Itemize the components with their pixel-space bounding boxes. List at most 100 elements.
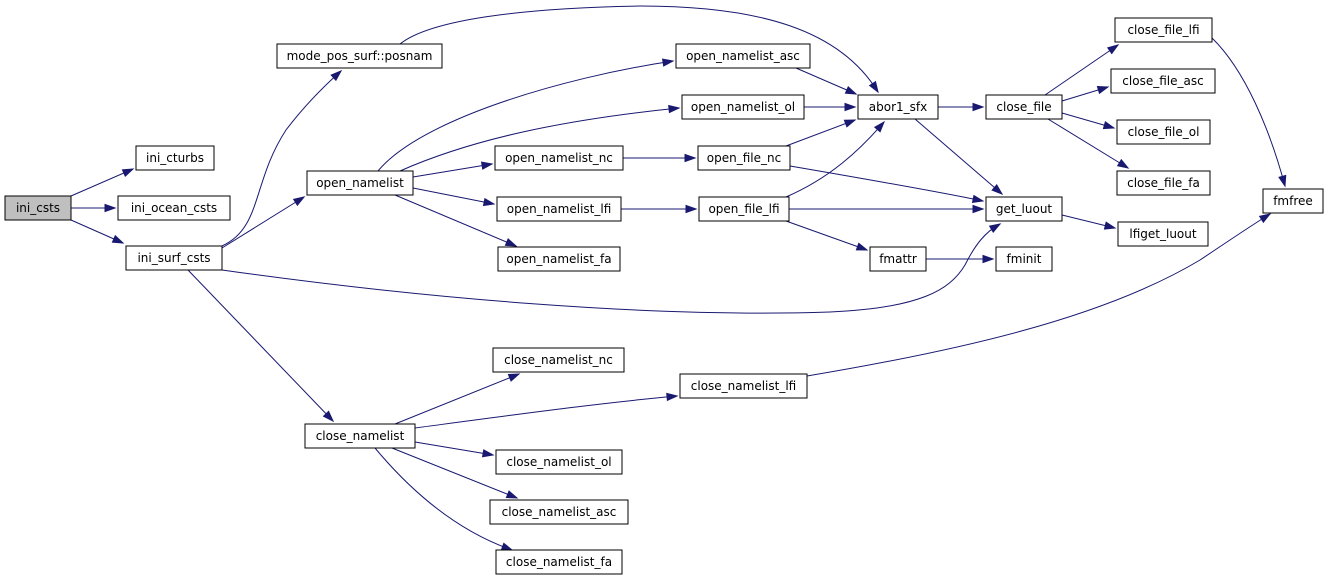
- edge-open-namelist-to-open-namelist-asc: [377, 58, 675, 172]
- node-label: ini_surf_csts: [137, 251, 210, 265]
- edge-open-file-nc-to-get-luout: [789, 165, 985, 204]
- node-close-namelist-lfi[interactable]: close_namelist_lfi: [679, 373, 808, 399]
- node-label: close_file_asc: [1122, 74, 1203, 88]
- edge-line: [795, 67, 857, 95]
- node-open-namelist-ol[interactable]: open_namelist_ol: [681, 94, 805, 120]
- node-ini-ocean-csts[interactable]: ini_ocean_csts: [117, 195, 231, 221]
- node-open-namelist[interactable]: open_namelist: [306, 170, 414, 196]
- edge-arrowhead: [482, 197, 496, 207]
- edge-arrowhead: [104, 203, 117, 213]
- edge-arrowhead: [972, 204, 985, 214]
- edge-arrowhead: [1278, 174, 1287, 188]
- node-posnam[interactable]: mode_pos_surf::posnam: [276, 43, 443, 69]
- node-abor1-sfx[interactable]: abor1_sfx: [857, 94, 939, 120]
- edge-ini-surf-csts-to-posnam: [221, 69, 343, 247]
- node-open-file-lfi[interactable]: open_file_lfi: [698, 196, 790, 222]
- node-ini-csts[interactable]: ini_csts: [4, 195, 72, 221]
- edge-line: [399, 107, 680, 172]
- edge-open-namelist-to-open-namelist-lfi: [412, 187, 496, 207]
- edge-line: [785, 119, 856, 147]
- edge-abor1-sfx-to-close-file: [938, 102, 985, 112]
- node-open-namelist-nc[interactable]: open_namelist_nc: [494, 145, 624, 171]
- edge-open-namelist-ol-to-abor1-sfx: [804, 102, 857, 112]
- edge-open-file-lfi-to-get-luout: [789, 204, 985, 214]
- node-close-namelist-ol[interactable]: close_namelist_ol: [495, 449, 623, 475]
- node-open-namelist-asc[interactable]: open_namelist_asc: [675, 43, 811, 69]
- node-open-file-nc[interactable]: open_file_nc: [697, 145, 791, 171]
- edge-ini-csts-to-ini-cturbs: [70, 168, 135, 197]
- edge-arrowhead: [868, 80, 879, 94]
- node-label: close_file_ol: [1128, 125, 1200, 139]
- node-ini-surf-csts[interactable]: ini_surf_csts: [125, 245, 223, 271]
- node-close-namelist-fa[interactable]: close_namelist_fa: [495, 549, 623, 575]
- edge-line: [1044, 44, 1119, 96]
- edge-line: [394, 373, 520, 425]
- node-fmfree[interactable]: fmfree: [1262, 188, 1324, 214]
- edge-arrowhead: [504, 238, 518, 247]
- node-label: close_namelist_lfi: [691, 379, 796, 393]
- node-label: fminit: [1007, 252, 1042, 266]
- node-label: get_luout: [996, 202, 1053, 216]
- node-close-file-ol[interactable]: close_file_ol: [1116, 119, 1211, 145]
- edge-arrowhead: [505, 490, 519, 499]
- edge-get-luout-to-lfiget-luout: [1061, 214, 1117, 230]
- edge-arrowhead: [121, 168, 135, 178]
- edge-line: [70, 168, 134, 197]
- node-close-file-fa[interactable]: close_file_fa: [1116, 170, 1211, 196]
- edge-arrowhead: [685, 204, 698, 214]
- edge-arrowhead: [843, 119, 857, 128]
- edge-open-namelist-to-open-namelist-ol: [399, 104, 681, 172]
- edge-close-namelist-to-close-namelist-nc: [394, 373, 521, 425]
- edge-line: [187, 269, 334, 422]
- node-label: close_namelist_fa: [506, 555, 612, 569]
- edge-arrowhead: [855, 242, 869, 251]
- node-label: close_namelist: [316, 429, 405, 443]
- node-fminit[interactable]: fminit: [995, 246, 1053, 272]
- node-label: open_namelist: [316, 176, 404, 190]
- edge-arrowhead: [481, 449, 495, 458]
- node-close-namelist[interactable]: close_namelist: [304, 423, 416, 449]
- edge-arrowhead: [991, 183, 1004, 195]
- node-close-namelist-nc[interactable]: close_namelist_nc: [492, 347, 625, 373]
- call-edges: [70, 5, 1287, 551]
- edge-open-namelist-to-open-namelist-fa: [394, 194, 518, 247]
- node-label: ini_csts: [16, 201, 60, 215]
- edge-ini-surf-csts-to-get-luout: [221, 223, 1002, 314]
- edge-line: [221, 223, 1001, 314]
- node-close-file-lfi[interactable]: close_file_lfi: [1114, 17, 1213, 43]
- edge-arrowhead: [1116, 158, 1130, 169]
- node-label: open_file_nc: [707, 151, 781, 165]
- node-open-namelist-fa[interactable]: open_namelist_fa: [497, 246, 621, 272]
- edge-arrowhead: [873, 120, 885, 133]
- edge-posnam-to-abor1-sfx: [399, 5, 879, 94]
- edge-line: [412, 163, 493, 178]
- edge-ini-surf-csts-to-close-namelist: [187, 269, 335, 423]
- edge-line: [377, 60, 674, 172]
- edge-open-namelist-lfi-to-open-file-lfi: [621, 204, 698, 214]
- edge-line: [414, 441, 494, 456]
- node-label: abor1_sfx: [869, 100, 927, 114]
- edge-line: [391, 447, 518, 499]
- edge-ini-csts-to-ini-ocean-csts: [71, 203, 117, 213]
- edge-arrowhead: [500, 542, 514, 551]
- edge-close-namelist-to-close-namelist-fa: [374, 447, 514, 551]
- node-close-file-asc[interactable]: close_file_asc: [1110, 68, 1216, 94]
- edge-arrowhead: [1096, 86, 1110, 95]
- edge-open-file-lfi-to-abor1-sfx: [785, 120, 885, 198]
- node-label: close_namelist_nc: [504, 353, 613, 367]
- node-close-file[interactable]: close_file: [985, 94, 1063, 120]
- node-lfiget-luout[interactable]: lfiget_luout: [1117, 221, 1209, 247]
- node-fmattr[interactable]: fmattr: [869, 246, 927, 272]
- node-get-luout[interactable]: get_luout: [985, 196, 1063, 222]
- edge-close-namelist-lfi-to-fmfree: [806, 213, 1272, 377]
- edge-line: [1211, 37, 1286, 187]
- node-label: fmattr: [879, 252, 917, 266]
- edge-line: [785, 220, 868, 251]
- node-close-namelist-asc[interactable]: close_namelist_asc: [489, 499, 629, 525]
- node-ini-cturbs[interactable]: ini_cturbs: [135, 145, 215, 171]
- edge-arrowhead: [111, 234, 125, 244]
- edge-line: [374, 447, 513, 551]
- edge-abor1-sfx-to-get-luout: [914, 118, 1004, 195]
- node-open-namelist-lfi[interactable]: open_namelist_lfi: [496, 196, 622, 222]
